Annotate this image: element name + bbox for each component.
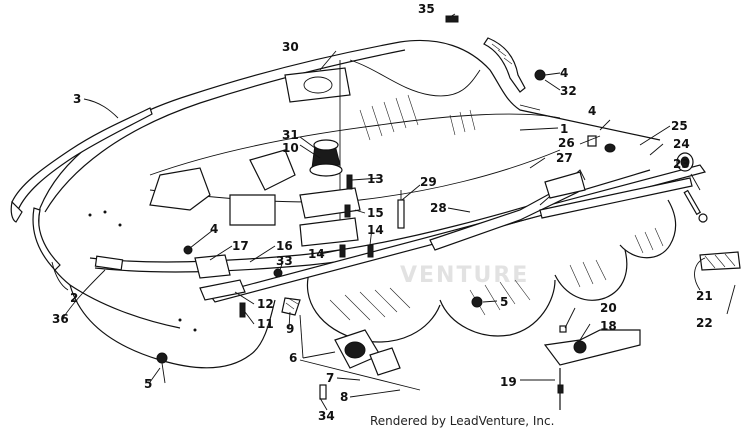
- callout-34: 34: [318, 409, 335, 423]
- bolt-13: [344, 174, 353, 218]
- credit-text: Rendered by LeadVenture, Inc.: [370, 414, 554, 428]
- front-marker: [94, 255, 124, 271]
- callout-36: 35: [418, 2, 435, 16]
- bolt-34: [319, 384, 327, 400]
- callout-2: 2: [70, 291, 78, 305]
- screw-14b: [367, 244, 374, 258]
- callout-18: 18: [600, 319, 617, 333]
- mount-plate-lower: [299, 217, 359, 247]
- callout-20: 20: [600, 301, 617, 315]
- callout-26: 26: [558, 136, 575, 150]
- callout-11: 11: [257, 317, 274, 331]
- callout-30: 30: [282, 40, 299, 54]
- hood-body: [38, 39, 677, 369]
- callout-21: 21: [696, 289, 713, 303]
- callout-6: 6: [289, 351, 297, 365]
- callout-25: 25: [671, 119, 688, 133]
- callout-29: 29: [420, 175, 437, 189]
- callout-32: 32: [560, 84, 577, 98]
- callout-19: 19: [500, 375, 517, 389]
- callout-9: 9: [286, 322, 294, 336]
- bolt-11: [239, 302, 246, 318]
- bracket-18: [543, 325, 641, 366]
- solenoid-6: [299, 329, 421, 391]
- grommet-4: [604, 143, 616, 153]
- callout-31: 31: [282, 128, 299, 142]
- light-assembly: [676, 152, 708, 223]
- callout-13: 13: [367, 172, 384, 186]
- screw-14a: [339, 244, 346, 258]
- support-bar: [209, 164, 706, 303]
- callout-7: 7: [326, 371, 334, 385]
- callout-17: 17: [232, 239, 249, 253]
- callout-10: 10: [282, 141, 299, 155]
- callout-14-upper: 14: [367, 223, 384, 237]
- callout-35: 36: [52, 312, 69, 326]
- callout-12: 12: [257, 297, 274, 311]
- callout-28: 28: [430, 201, 447, 215]
- callout-33: 33: [276, 254, 293, 268]
- shift-boot: [309, 139, 343, 177]
- callout-22: 22: [696, 316, 713, 330]
- nut-5b: [471, 296, 483, 308]
- callout-16: 16: [276, 239, 293, 253]
- gasket-plate: [284, 60, 351, 235]
- callout-14-lower: 14: [308, 247, 325, 261]
- bracket-12: [199, 279, 246, 301]
- callout-1: 1: [560, 122, 568, 136]
- clip-26: [587, 135, 597, 147]
- nut-5a: [156, 352, 168, 364]
- callout-5-right: 5: [500, 295, 508, 309]
- callout-4-top: 4: [560, 66, 568, 80]
- callout-8: 8: [340, 390, 348, 404]
- bracket-27: [544, 171, 586, 199]
- callout-4-right: 4: [588, 104, 596, 118]
- mount-plate: [299, 187, 361, 219]
- callout-23: 23: [673, 157, 690, 171]
- right-trim: [445, 15, 546, 93]
- leader-lines: [51, 13, 736, 411]
- nut-33: [273, 268, 283, 278]
- bracket-17: [194, 254, 231, 279]
- callout-15: 15: [367, 206, 384, 220]
- callout-labels: 3 2 36 5 30 31 10 13 29 28 15 14 14 16 1…: [52, 2, 713, 423]
- callout-27: 27: [556, 151, 573, 165]
- callout-4-left: 4: [210, 222, 218, 236]
- trim-strip: [10, 107, 153, 271]
- callout-24: 24: [673, 137, 690, 151]
- watermark-text: VENTURE: [400, 263, 529, 288]
- callout-3: 3: [73, 92, 81, 106]
- callout-5-left: 5: [144, 377, 152, 391]
